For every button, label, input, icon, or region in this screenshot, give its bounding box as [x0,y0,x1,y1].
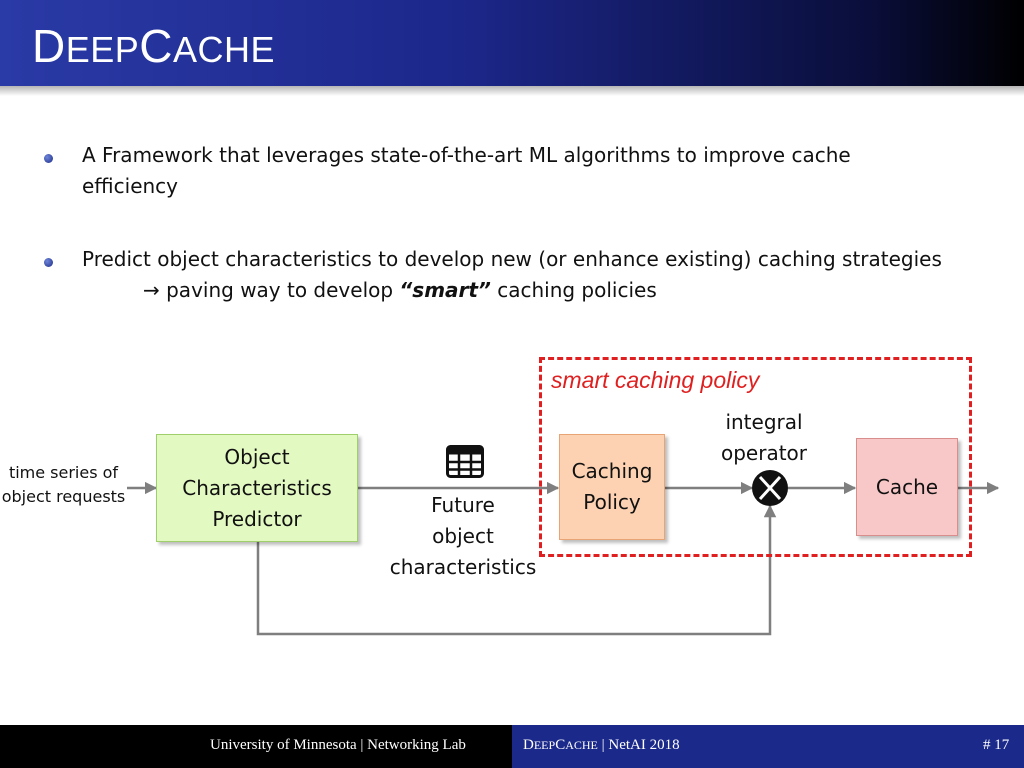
future-object-characteristics-label: Future object characteristics [383,490,543,583]
bullet-dot-1 [44,154,53,163]
cache-box: Cache [856,438,958,536]
bullet-2-line-1: Predict object characteristics to develo… [82,247,942,271]
bullet-1-line-1: A Framework that leverages state-of-the-… [82,143,851,167]
input-label-line-1: time series of [8,463,119,482]
circled-x-icon [752,470,788,506]
integral-operator-label: integral operator [704,407,824,469]
footer-affiliation: University of Minnesota | Networking Lab [210,737,466,753]
future-line-3: characteristics [389,555,537,579]
bullet-2-line-2: → paving way to develop “smart” caching … [143,275,657,306]
footer-talk-title: DEEPCACHE | NetAI 2018 [523,737,680,753]
smart-caching-policy-region [539,357,972,557]
arrow-feedback-loop [256,504,777,636]
footer-left-bar [0,725,512,768]
predictor-line-1: Object [224,444,290,469]
predictor-line-3: Predictor [212,506,302,531]
bullet-dot-2 [44,258,53,267]
caching-policy-line-1: Caching [571,459,653,483]
smart-emphasis: “smart” [399,278,491,302]
cache-label: Cache [875,474,939,499]
operator-line-1: integral [725,410,803,434]
footer-page-number: # 17 [983,737,1010,753]
smart-caching-policy-label: smart caching policy [551,367,760,393]
caching-policy-box: Caching Policy [559,434,665,540]
bullet-2-text-post: caching policies [490,278,657,302]
input-label: time series of object requests [0,461,127,509]
bullet-1-line-2: efficiency [82,174,179,198]
input-label-line-2: object requests [1,487,126,506]
slide-title: DEEPCACHE [32,20,276,72]
table-grid-icon [446,445,484,478]
future-line-1: Future [431,493,495,517]
future-line-2: object [432,524,494,548]
title-bar-shadow [0,86,1024,96]
predictor-line-2: Characteristics [182,475,332,500]
title-bar [0,0,1024,86]
footer-right-bar [512,725,1024,768]
bullet-2-text-pre: → paving way to develop [143,278,400,302]
operator-line-2: operator [720,441,807,465]
caching-policy-line-2: Policy [583,490,641,514]
object-characteristics-predictor: Object Characteristics Predictor [156,434,358,542]
